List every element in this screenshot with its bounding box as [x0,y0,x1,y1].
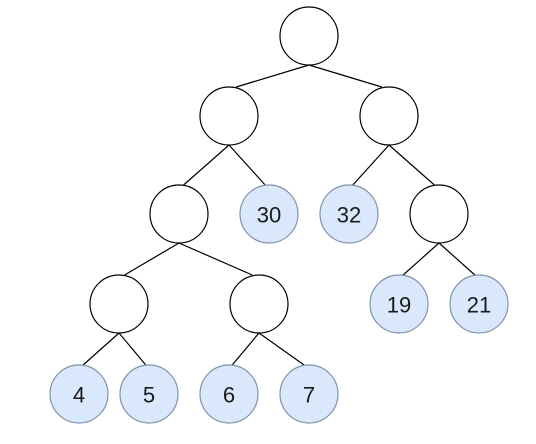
tree-node-n-left-left [149,184,209,244]
tree-edge-n-right-right-to-leaf-19 [402,242,440,276]
tree-edge-n-lll-to-leaf-5 [118,332,147,366]
tree-edge-n-right-right-to-leaf-21 [438,242,476,276]
tree-node-n-right [359,86,419,146]
tree-node-leaf-30: 30 [239,184,299,244]
tree-nodes: 30 32 19 21 4 5 6 7 [49,6,509,424]
tree-edge-n-llr-to-leaf-6 [231,332,260,366]
node-label-leaf-30: 30 [257,203,281,228]
node-circle-n-left-left [149,184,209,244]
tree-node-leaf-4: 4 [49,364,109,424]
tree-node-leaf-5: 5 [119,364,179,424]
node-circle-leaf-4 [49,364,109,424]
node-circle-leaf-7 [279,364,339,424]
tree-node-leaf-19: 19 [369,274,429,334]
node-circle-leaf-19 [369,274,429,334]
node-circle-leaf-6 [199,364,259,424]
node-circle-n-left [199,86,259,146]
tree-edge-root-to-n-left [236,64,310,88]
tree-edge-n-left-left-to-n-lll [124,242,180,276]
tree-node-leaf-21: 21 [449,274,509,334]
node-circle-leaf-32 [319,184,379,244]
tree-edge-n-right-to-n-right-right [388,144,435,186]
tree-node-leaf-7: 7 [279,364,339,424]
node-circle-leaf-30 [239,184,299,244]
node-label-leaf-7: 7 [303,383,315,408]
tree-node-n-lll [89,274,149,334]
node-label-leaf-6: 6 [223,383,235,408]
node-circle-n-lll [89,274,149,334]
tree-node-root [279,6,339,66]
tree-node-leaf-32: 32 [319,184,379,244]
node-label-leaf-32: 32 [337,203,361,228]
node-label-leaf-21: 21 [467,293,491,318]
node-circle-n-llr [229,274,289,334]
tree-node-n-llr [229,274,289,334]
tree-edge-n-left-to-leaf-30 [228,144,266,186]
node-circle-leaf-5 [119,364,179,424]
node-circle-n-right-right [409,184,469,244]
tree-edge-n-llr-to-leaf-7 [258,332,305,366]
node-circle-root [279,6,339,66]
tree-edge-root-to-n-right [308,64,382,88]
tree-edge-n-left-left-to-n-llr [178,242,253,276]
node-label-leaf-19: 19 [387,293,411,318]
node-circle-leaf-21 [449,274,509,334]
node-label-leaf-5: 5 [143,383,155,408]
tree-node-leaf-6: 6 [199,364,259,424]
tree-edge-n-left-to-n-left-left [183,144,230,186]
tree-edge-n-lll-to-leaf-4 [82,332,120,366]
tree-node-n-right-right [409,184,469,244]
tree-edges [82,64,476,366]
tree-edge-n-right-to-leaf-32 [352,144,390,186]
node-label-leaf-4: 4 [73,383,85,408]
tree-node-n-left [199,86,259,146]
node-circle-n-right [359,86,419,146]
